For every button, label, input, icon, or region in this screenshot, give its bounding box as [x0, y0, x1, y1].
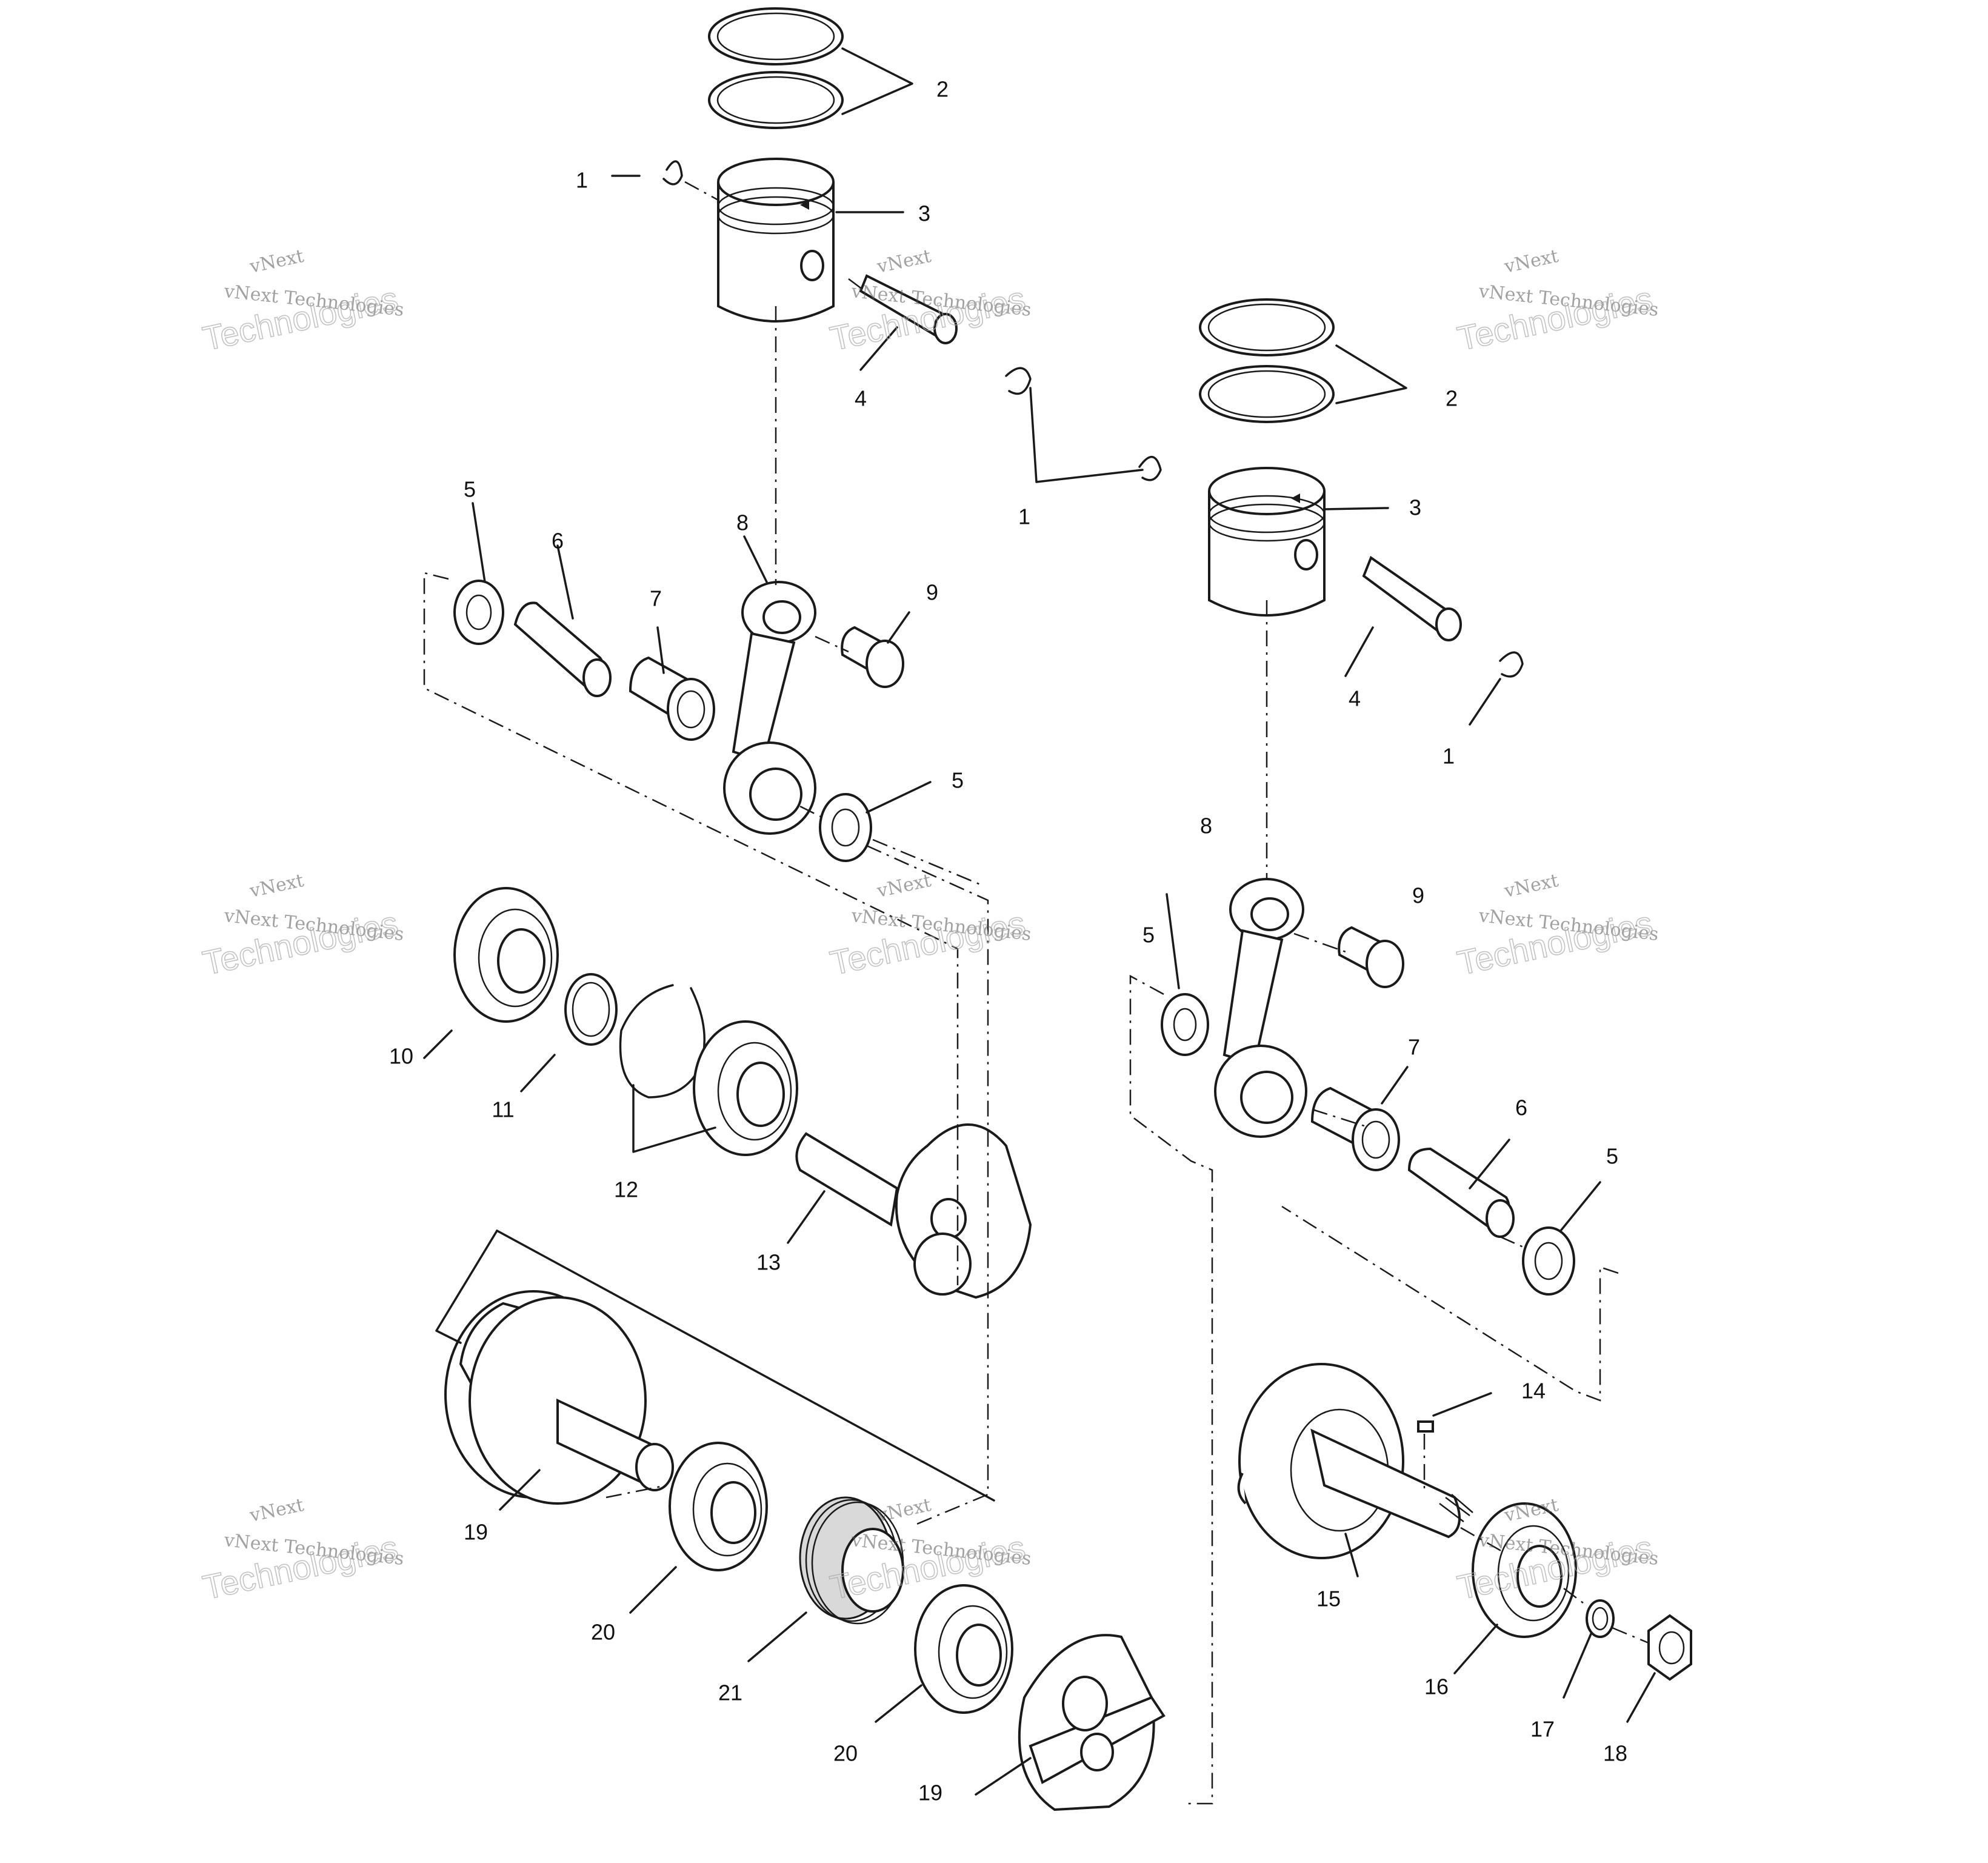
- callout-12: 12: [614, 1177, 638, 1202]
- callout-3: 3: [1409, 495, 1421, 520]
- callout-1: 1: [1443, 744, 1455, 769]
- callout-4: 4: [855, 386, 867, 411]
- callout-6: 6: [552, 529, 564, 554]
- watermark: vNext vNext Technologies Technologies: [826, 870, 1032, 983]
- watermarks: vNext vNext Technologies Technologies vN…: [199, 246, 1659, 1607]
- crank-pin-right: [1407, 1147, 1515, 1238]
- callout-10: 10: [389, 1044, 413, 1069]
- connecting-rod-left: [723, 581, 816, 835]
- callout-numbers: 1 2 3 4 2 3 1 4 1 5 6 7 8 9 5 8 9 5 7 6 …: [389, 77, 1627, 1805]
- callout-5: 5: [952, 768, 964, 793]
- callout-1: 1: [1018, 504, 1030, 529]
- needle-bearing-left-upper: [841, 626, 904, 688]
- leader-lines: [423, 47, 1656, 1796]
- thrust-washer-right-upper: [1161, 993, 1209, 1056]
- svg-text:vNext: vNext: [875, 870, 933, 902]
- ball-bearing-12: [693, 1020, 798, 1156]
- piston-rings-left: [708, 7, 844, 129]
- callout-14: 14: [1521, 1379, 1546, 1403]
- crankshaft-half-19-lower: [1018, 1634, 1166, 1811]
- callout-20: 20: [591, 1620, 615, 1645]
- callout-18: 18: [1603, 1741, 1627, 1766]
- ball-bearing-20-upper: [669, 1442, 768, 1571]
- labyrinth-seal-21: [799, 1496, 904, 1625]
- callout-17: 17: [1530, 1717, 1555, 1742]
- callout-1: 1: [576, 168, 588, 193]
- callout-11: 11: [492, 1097, 514, 1122]
- thrust-washer-left-lower: [819, 793, 872, 862]
- callout-19: 19: [918, 1781, 942, 1805]
- ball-bearing-20-lower: [914, 1584, 1013, 1714]
- callout-6: 6: [1515, 1095, 1527, 1120]
- callout-7: 7: [1408, 1035, 1420, 1060]
- piston-pin-right: [1362, 555, 1462, 641]
- crankshaft-half-13: [795, 1123, 1032, 1299]
- callout-8: 8: [736, 510, 749, 535]
- watermark: vNext vNext Technologies Technologies: [826, 1494, 1032, 1607]
- shim-11: [564, 973, 618, 1046]
- crank-pin-left: [513, 601, 612, 697]
- piston-right: [1208, 467, 1326, 617]
- callout-2: 2: [936, 77, 949, 102]
- callout-21: 21: [718, 1681, 742, 1705]
- nut-18: [1647, 1614, 1692, 1681]
- needle-bearing-left-lower: [629, 656, 715, 741]
- callout-3: 3: [918, 201, 930, 226]
- callout-2: 2: [1446, 386, 1458, 411]
- callout-5: 5: [464, 477, 476, 502]
- callout-19: 19: [464, 1520, 488, 1545]
- alignment-lines: [423, 181, 1649, 1805]
- watermark: vNext vNext Technologies Technologies: [1453, 870, 1659, 983]
- lock-washer-17: [1586, 1599, 1615, 1638]
- svg-text:vNext: vNext: [247, 870, 305, 902]
- key-14: [1417, 1420, 1434, 1433]
- svg-text:vNext: vNext: [247, 246, 305, 278]
- svg-text:vNext: vNext: [1502, 246, 1560, 278]
- callout-20: 20: [833, 1741, 858, 1766]
- ball-bearing-16: [1472, 1502, 1577, 1638]
- circlip-left: [662, 160, 1032, 395]
- callout-5: 5: [1606, 1144, 1618, 1169]
- watermark: vNext vNext Technologies Technologies: [199, 870, 405, 983]
- watermark: vNext vNext Technologies Technologies: [826, 246, 1032, 358]
- watermark: vNext vNext Technologies Technologies: [1453, 246, 1659, 358]
- crankshaft-half-15: [1237, 1363, 1473, 1559]
- piston-rings-right: [1199, 298, 1335, 423]
- needle-bearing-right-lower: [1310, 1086, 1400, 1171]
- connecting-rod-right: [1214, 878, 1307, 1138]
- thrust-washer-left-upper: [453, 580, 504, 645]
- callout-4: 4: [1349, 686, 1361, 711]
- piston-pin-left: [859, 274, 958, 344]
- callout-15: 15: [1316, 1587, 1341, 1611]
- callout-13: 13: [756, 1250, 781, 1275]
- watermark: vNext vNext Technologies Technologies: [199, 1494, 405, 1607]
- svg-text:vNext: vNext: [247, 1494, 305, 1527]
- callout-5: 5: [1142, 923, 1155, 948]
- piston-left: [717, 158, 835, 323]
- circlip-right: [1138, 455, 1524, 678]
- callout-9: 9: [926, 580, 938, 605]
- callout-16: 16: [1424, 1674, 1449, 1699]
- svg-text:vNext: vNext: [875, 246, 933, 278]
- crankshaft-half-19-upper: [444, 1290, 674, 1505]
- snap-ring-12: [619, 984, 705, 1099]
- callout-8: 8: [1200, 814, 1212, 838]
- ball-bearing-10: [453, 887, 559, 1023]
- watermark: vNext vNext Technologies Technologies: [199, 246, 405, 358]
- svg-text:vNext: vNext: [1502, 870, 1560, 902]
- thrust-washer-right-lower: [1522, 1226, 1575, 1296]
- callout-9: 9: [1412, 883, 1424, 908]
- callout-7: 7: [650, 586, 662, 611]
- needle-bearing-right-upper: [1338, 926, 1404, 988]
